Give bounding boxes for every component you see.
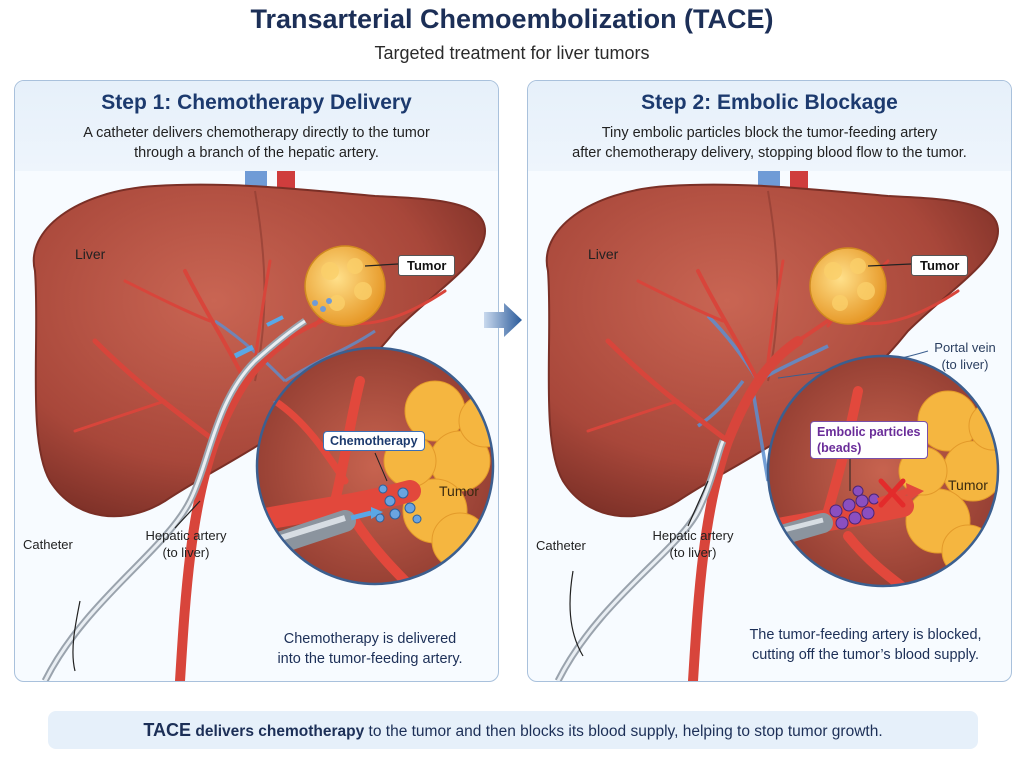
page-title: Transarterial Chemoembolization (TACE) xyxy=(250,4,774,34)
step1-caption-line2: into the tumor-feeding artery. xyxy=(277,651,463,667)
tumor-leader xyxy=(364,263,399,267)
tumor-texture xyxy=(321,258,372,311)
inset-tumor-label: Tumor xyxy=(439,483,479,499)
embolic-beads xyxy=(829,485,880,530)
summary-bar: TACE delivers chemotherapy to the tumor … xyxy=(48,711,978,749)
tumor-tag: Tumor xyxy=(398,255,456,276)
step1-description: A catheter delivers chemotherapy directl… xyxy=(35,123,478,163)
step1-desc-line1: A catheter delivers chemotherapy directl… xyxy=(83,125,430,141)
beads-line1: Embolic particles xyxy=(817,425,921,439)
tumor-tag: Tumor xyxy=(911,255,969,276)
step2-description: Tiny embolic particles block the tumor-f… xyxy=(548,123,991,163)
step1-illustration xyxy=(32,171,495,681)
tumor-mass xyxy=(809,247,887,325)
step1-header: Step 1: Chemotherapy Delivery A catheter… xyxy=(15,81,498,171)
hepatic-artery-label: Hepatic artery (to liver) xyxy=(131,527,241,561)
step2-header: Step 2: Embolic Blockage Tiny embolic pa… xyxy=(528,81,1011,171)
step2-panel: Step 2: Embolic Blockage Tiny embolic pa… xyxy=(527,80,1012,682)
chemo-particles xyxy=(375,484,422,524)
step2-title: Step 2: Embolic Blockage xyxy=(641,91,898,114)
portal-vein-label: Portal vein (to liver) xyxy=(920,339,1010,373)
page-subtitle: Targeted treatment for liver tumors xyxy=(374,43,650,63)
summary-text: to the tumor and then blocks its blood s… xyxy=(368,723,883,740)
next-step-arrow-icon xyxy=(484,303,522,337)
step2-caption-line2: cutting off the tumor’s blood supply. xyxy=(751,647,980,663)
summary-term: TACE xyxy=(143,720,192,740)
liver-label: Liver xyxy=(75,246,106,262)
chemo-leader xyxy=(374,452,388,482)
step1-desc-line2: through a branch of the hepatic artery. xyxy=(134,145,379,161)
inset-border xyxy=(255,346,495,586)
hepatic-line1: Hepatic artery xyxy=(145,528,227,543)
catheter-label: Catheter xyxy=(23,537,73,552)
step1-caption: Chemotherapy is delivered into the tumor… xyxy=(245,629,495,669)
step1-title: Step 1: Chemotherapy Delivery xyxy=(101,91,412,114)
step2-desc-line2: after chemotherapy delivery, stopping bl… xyxy=(572,145,967,161)
flow-arrow xyxy=(266,315,284,327)
step2-illustration xyxy=(545,171,1000,681)
inset-border xyxy=(766,354,1000,588)
step2-desc-line1: Tiny embolic particles block the tumor-f… xyxy=(601,125,938,141)
catheter-leader xyxy=(569,570,584,657)
liver-label: Liver xyxy=(588,246,619,262)
tumor-mass xyxy=(304,245,386,327)
portal-line1: Portal vein xyxy=(934,340,996,355)
step1-caption-line1: Chemotherapy is delivered xyxy=(283,631,457,647)
hepatic-leader xyxy=(687,480,709,527)
step1-panel: Step 1: Chemotherapy Delivery A catheter… xyxy=(14,80,499,682)
blocked-arrowhead xyxy=(906,483,924,501)
beads-line2: (beads) xyxy=(817,441,862,455)
catheter-label: Catheter xyxy=(536,538,586,553)
step2-caption: The tumor-feeding artery is blocked, cut… xyxy=(728,625,1003,665)
hepatic-leader xyxy=(174,500,201,529)
inset-tumor-label: Tumor xyxy=(948,477,988,493)
hepatic-line2: (to liver) xyxy=(162,545,210,560)
flow-arrow xyxy=(233,344,255,359)
summary-emphasis: delivers chemotherapy xyxy=(195,723,365,740)
chemotherapy-tag: Chemotherapy xyxy=(323,431,425,451)
hepatic-line2: (to liver) xyxy=(669,545,717,560)
embolic-particles-tag: Embolic particles (beads) xyxy=(810,421,928,459)
hepatic-artery-label: Hepatic artery (to liver) xyxy=(638,527,748,561)
chemo-dots xyxy=(312,298,332,312)
catheter-leader xyxy=(72,600,81,672)
portal-line2: (to liver) xyxy=(941,357,989,372)
hepatic-line1: Hepatic artery xyxy=(652,528,734,543)
tumor-leader xyxy=(867,263,912,267)
tumor-texture xyxy=(824,258,875,311)
blocked-x-icon xyxy=(878,478,906,508)
step2-caption-line1: The tumor-feeding artery is blocked, xyxy=(749,627,982,643)
